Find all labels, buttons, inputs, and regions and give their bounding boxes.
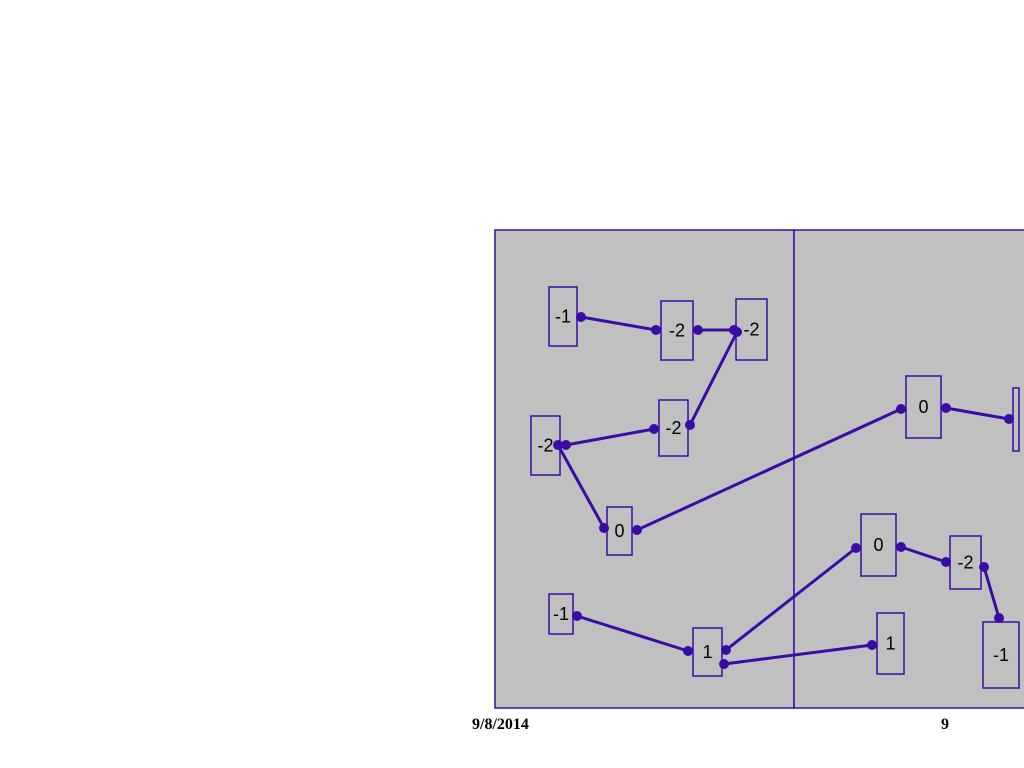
- edge-n11-n12: [900, 545, 947, 564]
- node-value-label: -2: [957, 552, 973, 572]
- node-value-label: 0: [873, 535, 883, 555]
- edges-layer: [556, 315, 1010, 666]
- node-value-label: -1: [553, 604, 569, 624]
- edge-port: [683, 646, 693, 656]
- edge-n7-n8: [576, 614, 689, 653]
- edge-port: [979, 562, 989, 572]
- edge-n12-n14: [982, 566, 1001, 619]
- node-value-label: 1: [885, 633, 895, 653]
- node-box: [660, 300, 694, 361]
- edge-port: [553, 440, 563, 450]
- footer-page-number: 9: [941, 716, 949, 733]
- node-n11: 0: [860, 513, 897, 577]
- edge-port: [572, 611, 582, 621]
- edge-port: [719, 659, 729, 669]
- edge-port: [721, 645, 731, 655]
- edge-port: [599, 523, 609, 533]
- node-value-label: -2: [537, 435, 553, 455]
- edge-port: [649, 424, 659, 434]
- edge-port: [896, 404, 906, 414]
- nodes-layer: -1 -2 -2 -2 -2 0 -1 1 0 0 -2 1 -1: [530, 286, 1020, 689]
- edge-n9-n10: [945, 406, 1010, 421]
- edge-port: [561, 440, 571, 450]
- left-panel: [494, 229, 795, 709]
- edge-port: [576, 312, 586, 322]
- edge-port: [732, 327, 742, 337]
- edge-port: [851, 543, 861, 553]
- node-n2: -2: [660, 300, 694, 361]
- node-value-label: -2: [669, 320, 685, 340]
- edge-port: [1004, 414, 1014, 424]
- node-value-label: -1: [993, 645, 1009, 665]
- node-box: [905, 375, 942, 439]
- node-box: [876, 612, 905, 675]
- edge-n4-n6: [556, 444, 606, 529]
- edge-n3-n5: [688, 331, 739, 426]
- node-value-label: 0: [614, 521, 624, 541]
- edge-port: [693, 325, 703, 335]
- node-value-label: -2: [743, 319, 759, 339]
- node-box: [860, 513, 897, 577]
- edge-port: [685, 420, 695, 430]
- node-value-label: 0: [918, 397, 928, 417]
- edge-port: [994, 613, 1004, 623]
- edge-n4-n5: [565, 427, 655, 447]
- edge-n8-n11: [725, 546, 857, 652]
- edge-port: [651, 325, 661, 335]
- edge-port: [896, 542, 906, 552]
- node-value-label: -2: [665, 418, 681, 438]
- edge-n1-n2: [580, 315, 657, 332]
- edge-port: [941, 557, 951, 567]
- ports-layer: [553, 312, 1014, 669]
- edge-port: [632, 525, 642, 535]
- diagram-panels: [494, 229, 1024, 709]
- edge-n6-n9: [636, 407, 902, 532]
- edge-port: [867, 640, 877, 650]
- edge-port: [941, 403, 951, 413]
- edge-n8-n13: [723, 643, 873, 666]
- node-value-label: 1: [702, 642, 712, 662]
- footer-date: 9/8/2014: [472, 716, 529, 733]
- right-panel: [793, 229, 1024, 709]
- node-n13: 1: [876, 612, 905, 675]
- node-n9: 0: [905, 375, 942, 439]
- node-value-label: -1: [555, 306, 571, 326]
